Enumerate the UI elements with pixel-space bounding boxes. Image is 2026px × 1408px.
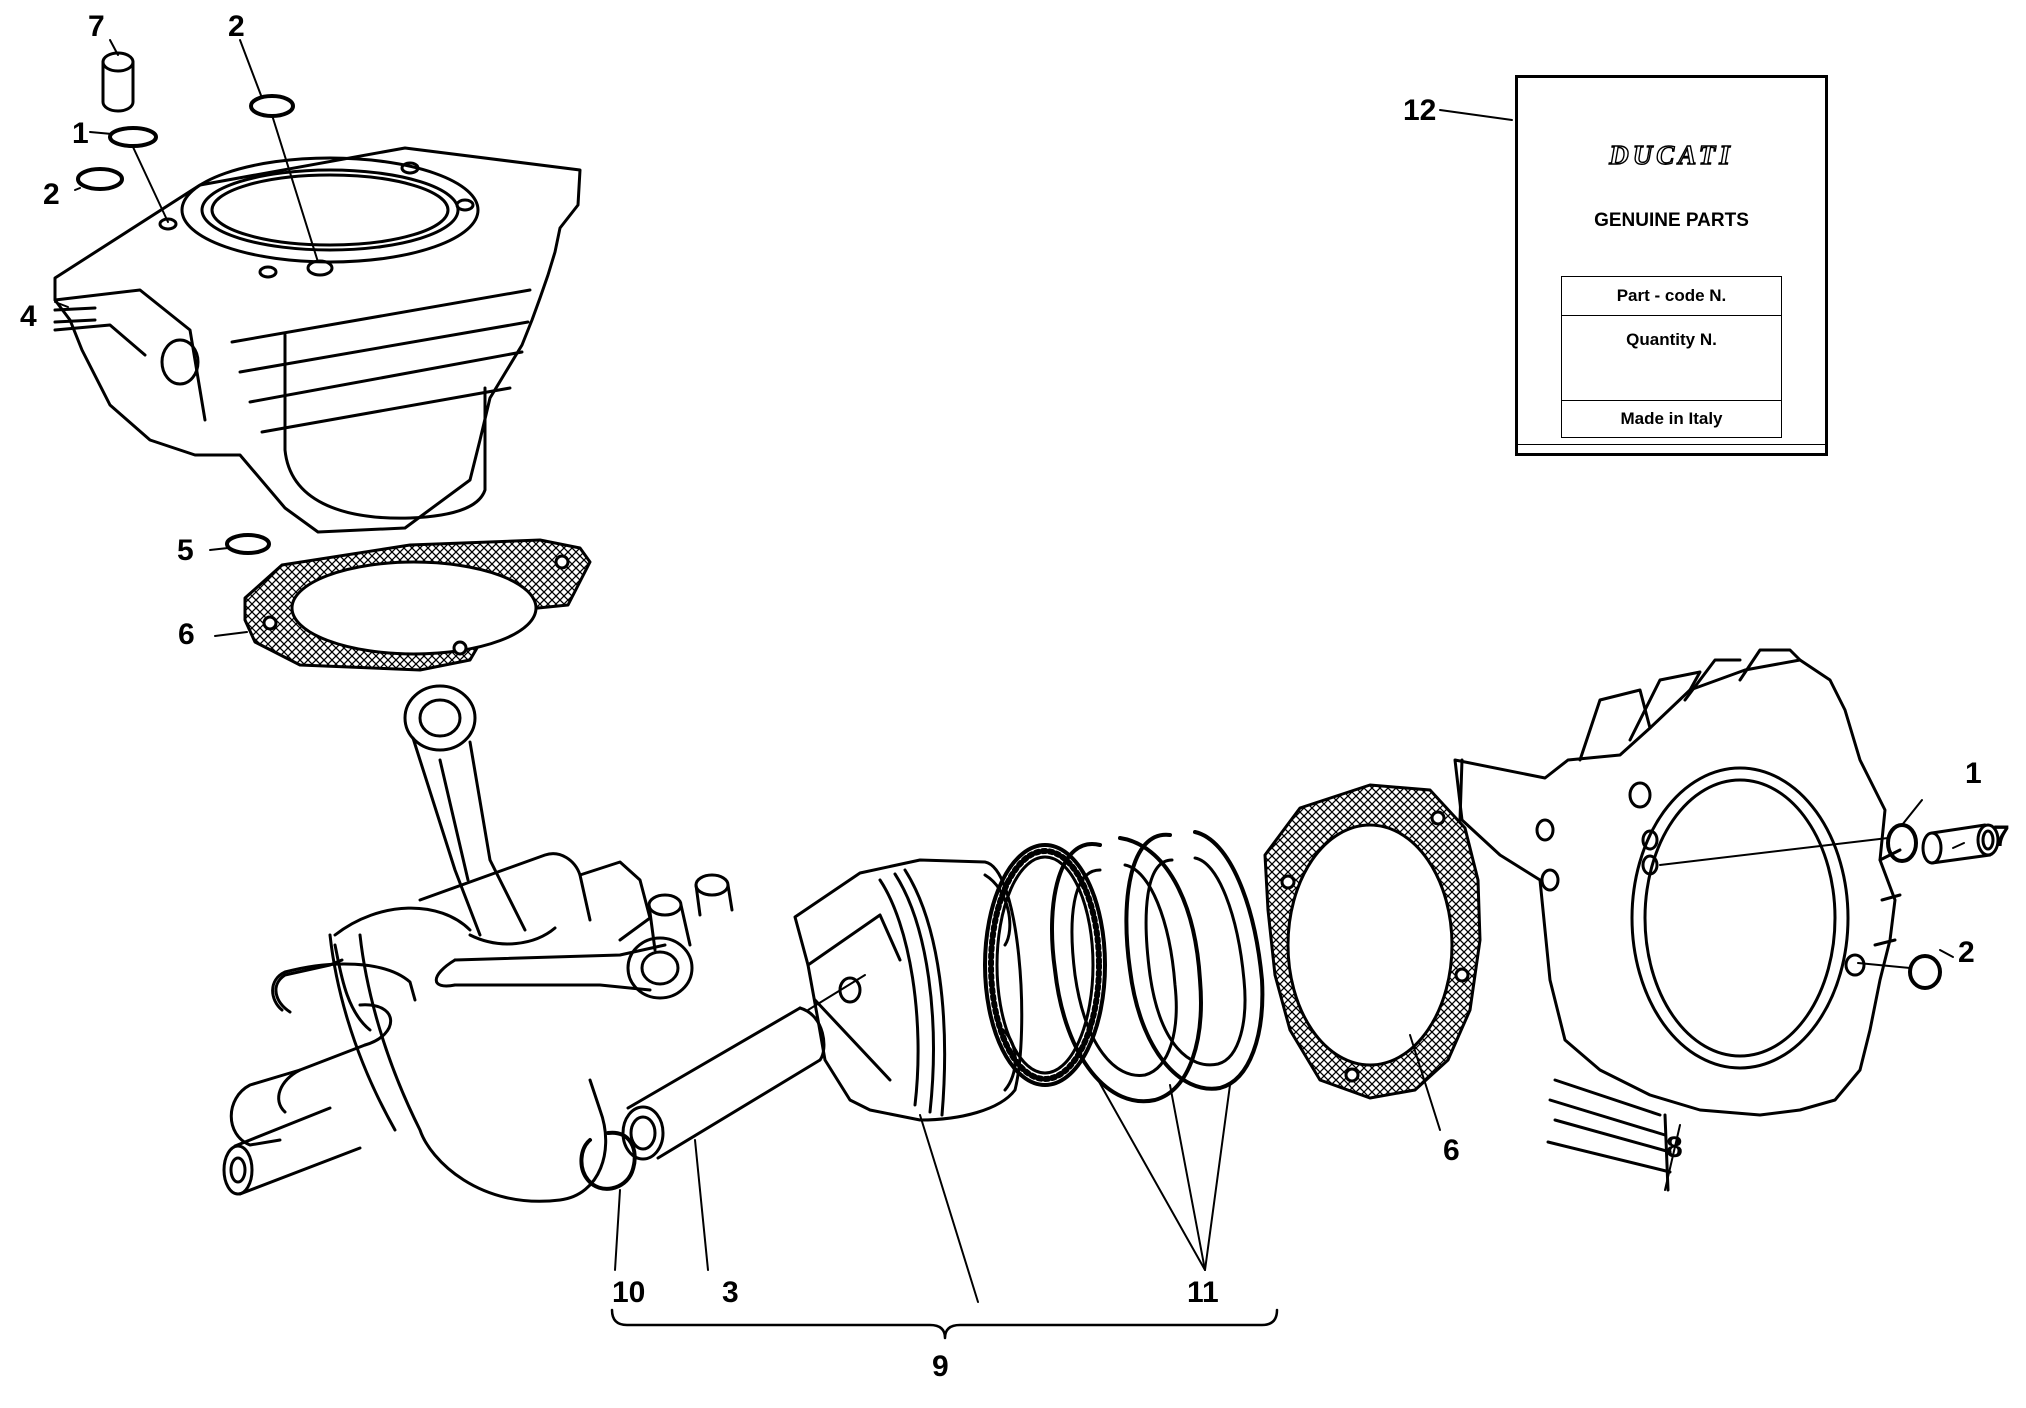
- made-in-field: Made in Italy: [1561, 400, 1782, 438]
- callout-7-left: 7: [88, 10, 105, 43]
- callout-10: 10: [612, 1276, 646, 1309]
- gudgeon-pin: [621, 1006, 826, 1161]
- callout-8: 8: [1666, 1131, 1683, 1164]
- oring-top-2b: [249, 94, 295, 118]
- callout-12: 12: [1403, 94, 1437, 127]
- callout-4: 4: [20, 300, 37, 333]
- oring-right-1: [1886, 823, 1918, 863]
- callout-9: 9: [932, 1350, 949, 1383]
- oring-5: [225, 533, 271, 555]
- cylinder-right: [1453, 648, 1902, 1192]
- oring-top-2a: [76, 167, 124, 191]
- callout-2-top: 2: [228, 10, 245, 43]
- brand-logo: DUCATI: [1609, 139, 1734, 170]
- callout-11: 11: [1187, 1276, 1219, 1309]
- connecting-rod-upper: [403, 684, 557, 946]
- dowel-sleeve-top: [101, 51, 135, 113]
- gasket-top: [243, 538, 592, 672]
- callout-6-left: 6: [178, 618, 195, 651]
- callout-2-right: 2: [1958, 936, 1975, 969]
- leader-lines: [54, 39, 1965, 1303]
- compression-ring-1: [1050, 836, 1203, 1104]
- callout-1-right: 1: [1965, 757, 1982, 790]
- callout-1-left: 1: [72, 117, 89, 150]
- genuine-parts-title: GENUINE PARTS: [1594, 210, 1749, 231]
- oring-right-2: [1908, 954, 1942, 990]
- crankshaft: [222, 852, 734, 1203]
- label-fields-table: Part - code N. Quantity N. Made in Italy: [1561, 276, 1782, 438]
- circlip: [579, 1130, 637, 1191]
- callout-3: 3: [722, 1276, 739, 1309]
- genuine-parts-label: DUCATI GENUINE PARTS Part - code N. Quan…: [1515, 75, 1828, 456]
- gasket-right: [1263, 783, 1482, 1100]
- part-code-field: Part - code N.: [1561, 276, 1782, 316]
- cylinder-top: [53, 146, 582, 534]
- callout-6-right: 6: [1443, 1134, 1460, 1167]
- dowel-sleeve-right: [1921, 823, 2000, 865]
- card-bottom-rule: [1518, 444, 1825, 445]
- connecting-rod-lower: [434, 936, 694, 1000]
- callout-7-right: 7: [1993, 820, 2010, 853]
- oil-control-ring: [983, 843, 1107, 1087]
- assembly-brace: [610, 1308, 1279, 1340]
- callout-2-left: 2: [43, 178, 60, 211]
- compression-ring-2: [1124, 830, 1265, 1091]
- oring-top-1: [108, 126, 158, 148]
- quantity-field: Quantity N.: [1561, 315, 1782, 401]
- callout-5: 5: [177, 534, 194, 567]
- piston: [793, 858, 1024, 1122]
